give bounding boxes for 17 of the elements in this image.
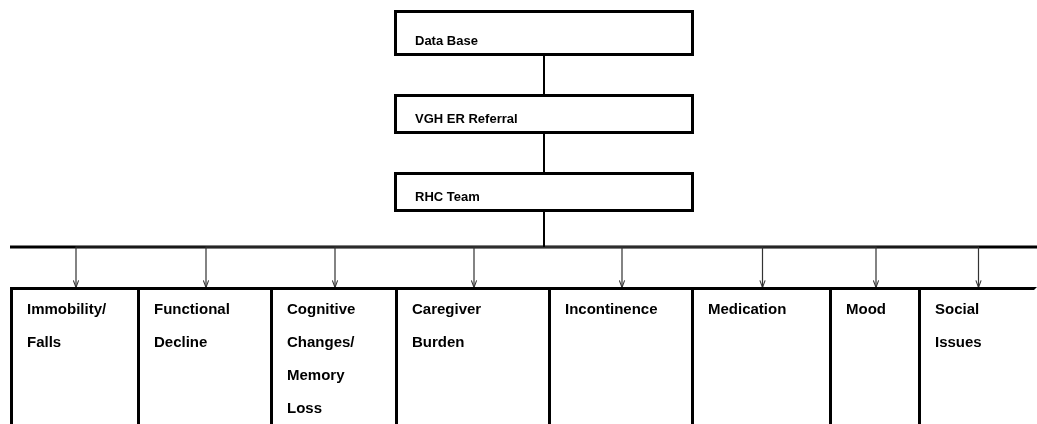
box-label: RHC Team bbox=[415, 189, 480, 204]
category-label: Immobility/ Falls bbox=[27, 299, 107, 352]
connector-line bbox=[543, 133, 545, 173]
category-label: Mood bbox=[846, 299, 886, 319]
category-column bbox=[10, 287, 140, 424]
process-box bbox=[394, 172, 694, 212]
category-label: Incontinence bbox=[565, 299, 658, 319]
box-label: Data Base bbox=[415, 33, 478, 48]
category-label: Cognitive Changes/ Memory Loss bbox=[287, 299, 356, 418]
category-label: Functional Decline bbox=[154, 299, 230, 352]
process-box bbox=[394, 94, 694, 134]
category-label: Caregiver Burden bbox=[412, 299, 482, 352]
category-label: Medication bbox=[708, 299, 787, 319]
connector-line bbox=[543, 55, 545, 95]
process-box bbox=[394, 10, 694, 56]
box-label: VGH ER Referral bbox=[415, 111, 518, 126]
category-label: Social Issues bbox=[935, 299, 982, 352]
